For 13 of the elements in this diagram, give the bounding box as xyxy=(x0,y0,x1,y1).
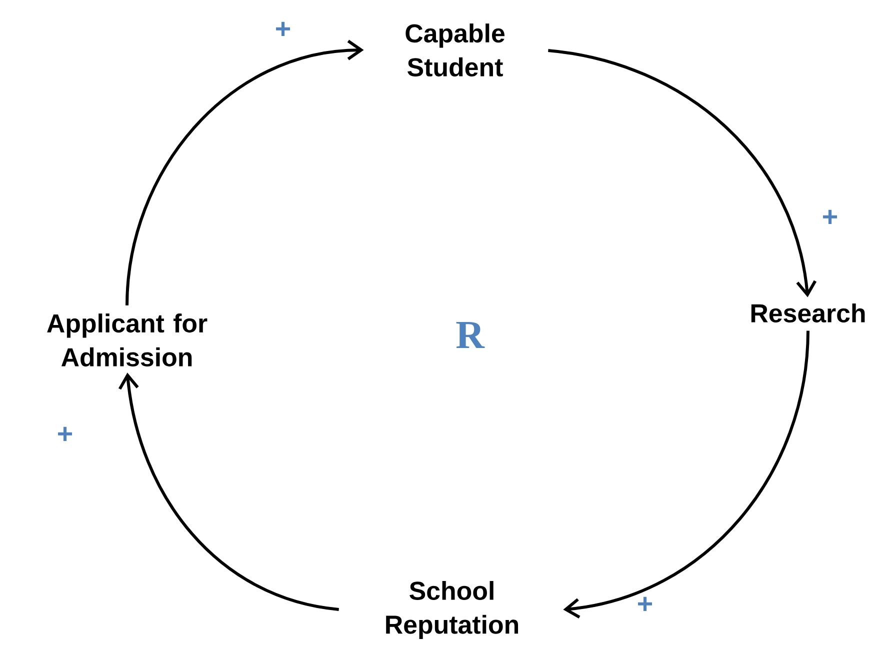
arrow xyxy=(563,330,810,619)
edge-label: + xyxy=(636,596,654,614)
node-label: Applicant for Admission xyxy=(47,314,208,366)
arrow xyxy=(548,49,817,298)
edge-label: + xyxy=(56,426,74,444)
edge-label: + xyxy=(820,208,840,228)
arrow xyxy=(118,372,340,611)
node-label: School Reputation xyxy=(386,581,518,639)
loop-label: R xyxy=(456,322,485,348)
arrow xyxy=(126,40,364,306)
edge-label: + xyxy=(274,20,292,40)
node-label: Research xyxy=(751,304,865,322)
node-label: Capable Student xyxy=(406,24,504,76)
